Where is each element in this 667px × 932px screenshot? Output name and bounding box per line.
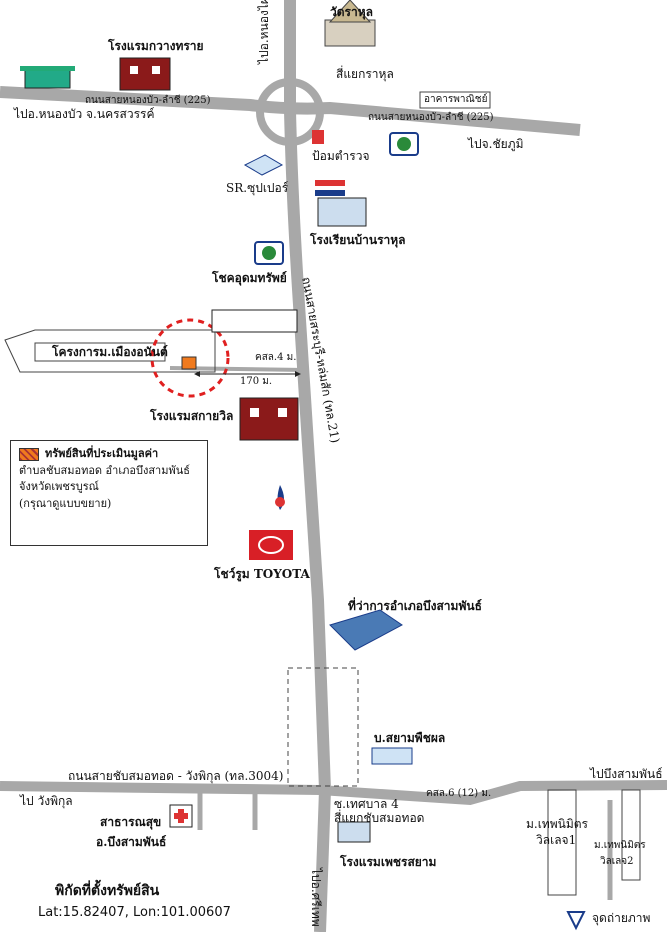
legend-line1: ตำบลชับสมอทอด อำเภอบึงสามพันธ์ bbox=[19, 463, 190, 477]
label-village2: ม.เทพนิมิตร bbox=[594, 840, 646, 851]
label-health: สาธารณสุข bbox=[100, 815, 162, 829]
label-tessaban: ซ.เทศบาล 4 bbox=[334, 797, 399, 811]
label-junction-top: สี่แยกราหุล bbox=[336, 67, 394, 81]
hotel-sky-icon bbox=[239, 397, 299, 441]
label-gas-station: โชคอุดมทรัพย์ bbox=[212, 271, 287, 285]
footer-coords: Lat:15.82407, Lon:101.00607 bbox=[38, 905, 231, 920]
label-hotel-sand: โรงแรมกวางทราย bbox=[108, 39, 204, 53]
label-road-225-east: ถนนสายหนองบัว-ลำชี (225) bbox=[368, 112, 494, 123]
legend-line2: จังหวัดเพชรบูรณ์ bbox=[19, 480, 99, 493]
label-sr-super: SR.ซุปเปอร์ bbox=[226, 181, 289, 195]
label-south-highway: ไปอ.ศรีเทพ bbox=[309, 868, 323, 927]
district-dashed-box bbox=[287, 667, 359, 787]
sr-super-icon bbox=[243, 154, 284, 176]
label-village1b: วิลเลจ1 bbox=[536, 833, 577, 847]
footer-title: พิกัดที่ตั้งทรัพย์สิน bbox=[55, 883, 160, 899]
label-distance: 170 ม. bbox=[240, 376, 273, 387]
label-photo-point: จุดถ่ายภาพ bbox=[592, 911, 651, 925]
hotel-sand-icon bbox=[119, 57, 171, 91]
siam-phuet-icon bbox=[371, 747, 413, 765]
label-village1: ม.เทพนิมิตร bbox=[526, 817, 588, 831]
label-to-bueng-sam-phan: ไปบึงสามพันธ์ bbox=[590, 767, 663, 781]
property-circle bbox=[150, 318, 230, 398]
label-school: โรงเรียนบ้านราหุล bbox=[310, 233, 406, 247]
project-label-box bbox=[34, 342, 166, 362]
label-road-225-west: ถนนสายหนองบัว-ลำชี (225) bbox=[85, 95, 211, 106]
label-hotel-sky: โรงแรมสกายวิล bbox=[150, 409, 234, 423]
legend-line3: (กรุณาดูแบบขยาย) bbox=[19, 496, 112, 510]
village2-box bbox=[621, 789, 641, 881]
district-office-icon bbox=[329, 609, 403, 651]
building-icon bbox=[211, 309, 298, 333]
property-marker bbox=[181, 356, 197, 370]
legend-swatch bbox=[19, 447, 39, 461]
commercial-icon bbox=[419, 91, 491, 109]
label-village2b: วิลเลจ2 bbox=[600, 856, 634, 867]
label-hotel-phet: โรงแรมเพชรสยาม bbox=[340, 855, 437, 869]
label-road-3004: ถนนสายชับสมอทอด - วังพิกุล (ทล.3004) bbox=[68, 769, 284, 783]
gas-station-icon-top bbox=[20, 66, 75, 89]
label-to-nongbua: ไปอ.หนองบัว จ.นครสวรรค์ bbox=[14, 107, 155, 121]
label-temple: วัดราหุล bbox=[330, 5, 373, 19]
legend-title: ทรัพย์สินที่ประเมินมูลค่า bbox=[45, 447, 159, 460]
temple-icon bbox=[324, 0, 376, 47]
highway-21 bbox=[284, 0, 332, 932]
label-siam-phuet: บ.สยามพืชผล bbox=[374, 731, 446, 745]
road-3004 bbox=[0, 780, 667, 806]
health-icon bbox=[169, 804, 193, 828]
label-police: ป้อมตำรวจ bbox=[312, 149, 370, 163]
pttlogo-top-icon bbox=[389, 132, 419, 156]
camera-point-icon bbox=[566, 911, 586, 931]
label-soi-road: คสล.4 ม. bbox=[255, 352, 297, 363]
label-project: โครงการม.เมืองอนันต์ bbox=[52, 345, 168, 359]
gas-station-icon bbox=[254, 241, 284, 265]
legend-box: ทรัพย์สินที่ประเมินมูลค่า ตำบลชับสมอทอด … bbox=[10, 440, 208, 546]
label-soi-road2: คสล.6 (12) ม. bbox=[426, 788, 492, 799]
village1-box bbox=[547, 789, 577, 896]
school-icon bbox=[315, 180, 367, 227]
label-toyota: โชว์รูม TOYOTA bbox=[214, 567, 310, 581]
hotel-phet-icon bbox=[337, 821, 371, 843]
toyota-icon bbox=[249, 530, 293, 560]
label-to-wangpikul: ไป วังพิกุล bbox=[20, 794, 73, 808]
label-commercial: อาคารพาณิชย์ bbox=[424, 94, 488, 105]
label-junction-bottom: สี่แยกชับสมอทอด bbox=[334, 811, 425, 825]
ptt-icon bbox=[275, 485, 285, 510]
label-to-chaiyaphum: ไปจ.ชัยภูมิ bbox=[468, 137, 524, 151]
label-health2: อ.บึงสามพันธ์ bbox=[96, 835, 167, 849]
police-icon bbox=[312, 130, 324, 144]
label-north-highway: ไปอ.หนองไผ่ bbox=[257, 0, 271, 64]
project-outline bbox=[4, 329, 216, 373]
label-district-office: ที่ว่าการอำเภอบึงสามพันธ์ bbox=[348, 599, 482, 613]
